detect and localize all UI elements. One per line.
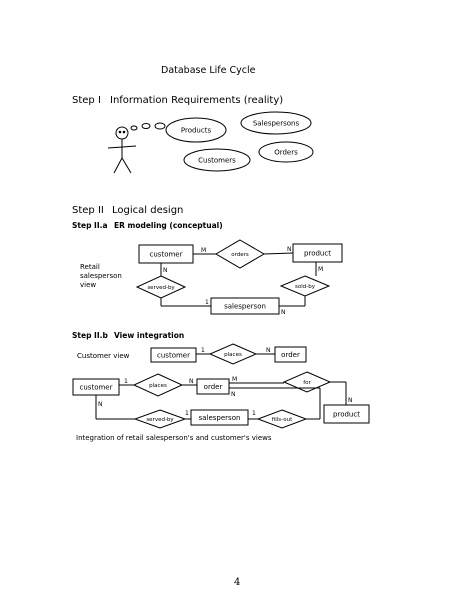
card-for-product: N — [348, 397, 353, 404]
card-customer-served: N — [163, 267, 168, 274]
rel-for-int-label: for — [303, 380, 311, 386]
view-label-line1: Retail — [80, 263, 100, 271]
rel-orders-a — [215, 239, 265, 269]
card-places-order: N — [189, 378, 194, 385]
card-customer-orders: M — [201, 247, 206, 254]
thought-dot — [130, 125, 138, 131]
entity-customer-cv — [150, 347, 197, 363]
rel-fills-out-int-label: fills-out — [272, 417, 293, 423]
bubble-products — [165, 117, 227, 143]
rel-fills-out-int — [256, 409, 308, 429]
bubble-customers-label: Customers — [198, 157, 236, 165]
step2-label: Step II — [72, 205, 104, 216]
thought-dot — [154, 122, 166, 130]
entity-product-int-label: product — [333, 411, 360, 419]
view-label-line2: salesperson — [80, 272, 122, 280]
card-product-sold: M — [318, 266, 323, 273]
thought-dot — [141, 123, 151, 129]
rel-orders-a-label: orders — [231, 252, 249, 258]
step1-label: Step I — [72, 95, 101, 106]
entity-order-cv-label: order — [281, 351, 300, 359]
card-served-salesperson: 1 — [205, 299, 209, 306]
step1-heading: Information Requirements (reality) — [110, 95, 284, 106]
entity-order-int-label: order — [204, 383, 223, 391]
customer-view-label: Customer view — [77, 352, 130, 360]
card-cv-right: N — [266, 347, 271, 354]
bubble-salespersons — [240, 111, 312, 135]
view-label-line3: view — [80, 281, 97, 289]
bubble-products-label: Products — [181, 127, 212, 135]
entity-salesperson-int-label: salesperson — [199, 414, 241, 422]
rel-for-int — [282, 371, 332, 393]
card-cv-left: 1 — [201, 347, 205, 354]
step2b-heading: View integration — [114, 331, 185, 340]
entity-salesperson-int — [190, 409, 249, 426]
entity-customer-cv-label: customer — [157, 352, 190, 360]
entity-product-a-label: product — [304, 250, 331, 258]
rel-served-by-int-label: served-by — [146, 417, 174, 423]
entity-customer-a-label: customer — [150, 251, 183, 259]
rel-places-cv-label: places — [224, 352, 242, 358]
step2-heading: Logical design — [112, 205, 184, 216]
card-orders-product: N — [287, 246, 292, 253]
bubble-orders — [258, 141, 314, 163]
card-salesperson-fills: 1 — [252, 410, 256, 417]
entity-order-int — [196, 378, 230, 395]
step2b-label: Step II.b — [72, 331, 108, 340]
step2a-label: Step II.a — [72, 221, 108, 230]
rel-sold-by-a-label: sold-by — [295, 284, 316, 290]
page-title: Database Life Cycle — [161, 65, 256, 76]
rel-served-by-a-label: served-by — [147, 285, 175, 291]
step2a-heading: ER modeling (conceptual) — [114, 221, 223, 230]
card-salesperson-sold: N — [281, 309, 286, 316]
card-customer-served-int: N — [98, 401, 103, 408]
rel-served-by-int — [133, 409, 187, 429]
stick-figure-icon — [107, 126, 137, 174]
card-customer-places: 1 — [124, 378, 128, 385]
entity-customer-int-label: customer — [80, 384, 113, 392]
card-order-for: M — [232, 376, 237, 383]
rel-places-int-label: places — [149, 383, 167, 389]
bubble-salespersons-label: Salespersons — [253, 120, 300, 128]
rel-places-int — [132, 373, 184, 397]
card-fills-order: N — [231, 391, 236, 398]
page-number: 4 — [234, 577, 241, 588]
rel-places-cv — [208, 343, 258, 365]
card-served-salesperson-int: 1 — [185, 410, 189, 417]
integration-caption: Integration of retail salesperson's and … — [76, 434, 272, 442]
entity-salesperson-a-label: salesperson — [224, 303, 266, 311]
bubble-orders-label: Orders — [274, 149, 298, 157]
bubble-customers — [183, 148, 251, 172]
